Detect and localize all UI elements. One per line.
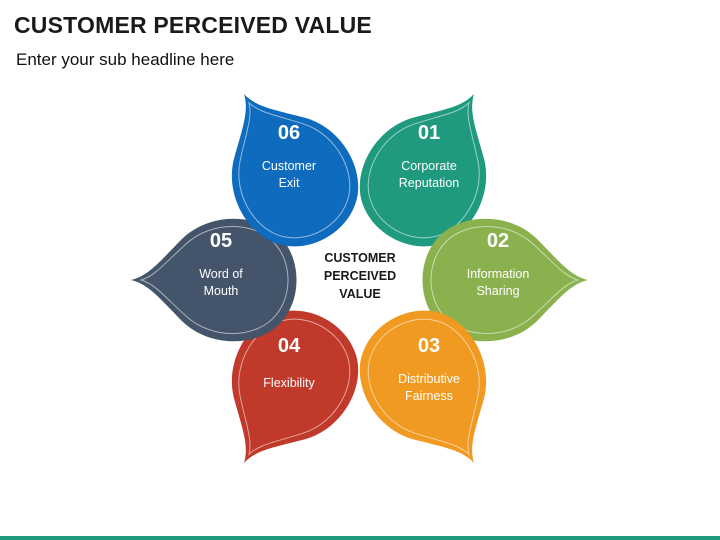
page-subtitle: Enter your sub headline here — [16, 50, 235, 69]
center-label: CUSTOMER PERCEIVED VALUE — [324, 251, 396, 301]
petal-01-label-line-2: Reputation — [399, 176, 460, 190]
page-title: CUSTOMER PERCEIVED VALUE — [14, 12, 372, 38]
petal-04-inner-outline — [238, 318, 351, 456]
petal-03-shape — [359, 310, 487, 463]
petal-03-inner-outline — [367, 318, 480, 456]
petal-02-number: 02 — [487, 230, 509, 252]
footer-accent-bar — [0, 536, 720, 540]
petals-group: 01CorporateReputation02InformationSharin… — [131, 94, 588, 463]
petal-02-label-line-1: Information — [467, 267, 530, 281]
petal-05-inner-outline — [139, 226, 289, 334]
petal-03-label-line-2: Fairness — [405, 389, 453, 403]
petal-04-shape — [231, 310, 359, 463]
petal-01-label-line-1: Corporate — [401, 159, 457, 173]
petal-01-inner-outline — [367, 101, 480, 239]
petal-04-number: 04 — [278, 335, 301, 357]
petal-01-number: 01 — [418, 122, 440, 144]
center-line-1: CUSTOMER — [324, 251, 395, 265]
petal-04-label-line-1: Flexibility — [263, 376, 315, 390]
petal-05-number: 05 — [210, 230, 232, 252]
petal-01-shape — [359, 94, 487, 247]
center-line-3: VALUE — [339, 287, 380, 301]
petal-05-label-line-2: Mouth — [204, 284, 239, 298]
petal-06-number: 06 — [278, 122, 300, 144]
petal-06-label-line-1: Customer — [262, 159, 316, 173]
petal-06-inner-outline — [238, 101, 351, 239]
petal-03-label-line-1: Distributive — [398, 372, 460, 386]
petal-06-shape — [231, 94, 359, 247]
petal-02-shape — [422, 218, 588, 342]
petal-02-inner-outline — [430, 226, 580, 334]
petal-05-shape — [131, 218, 297, 342]
petal-02-label-line-2: Sharing — [476, 284, 519, 298]
center-line-2: PERCEIVED — [324, 269, 396, 283]
petal-05-label-line-1: Word of — [199, 267, 243, 281]
petal-03-number: 03 — [418, 335, 440, 357]
petal-06-label-line-2: Exit — [279, 176, 300, 190]
